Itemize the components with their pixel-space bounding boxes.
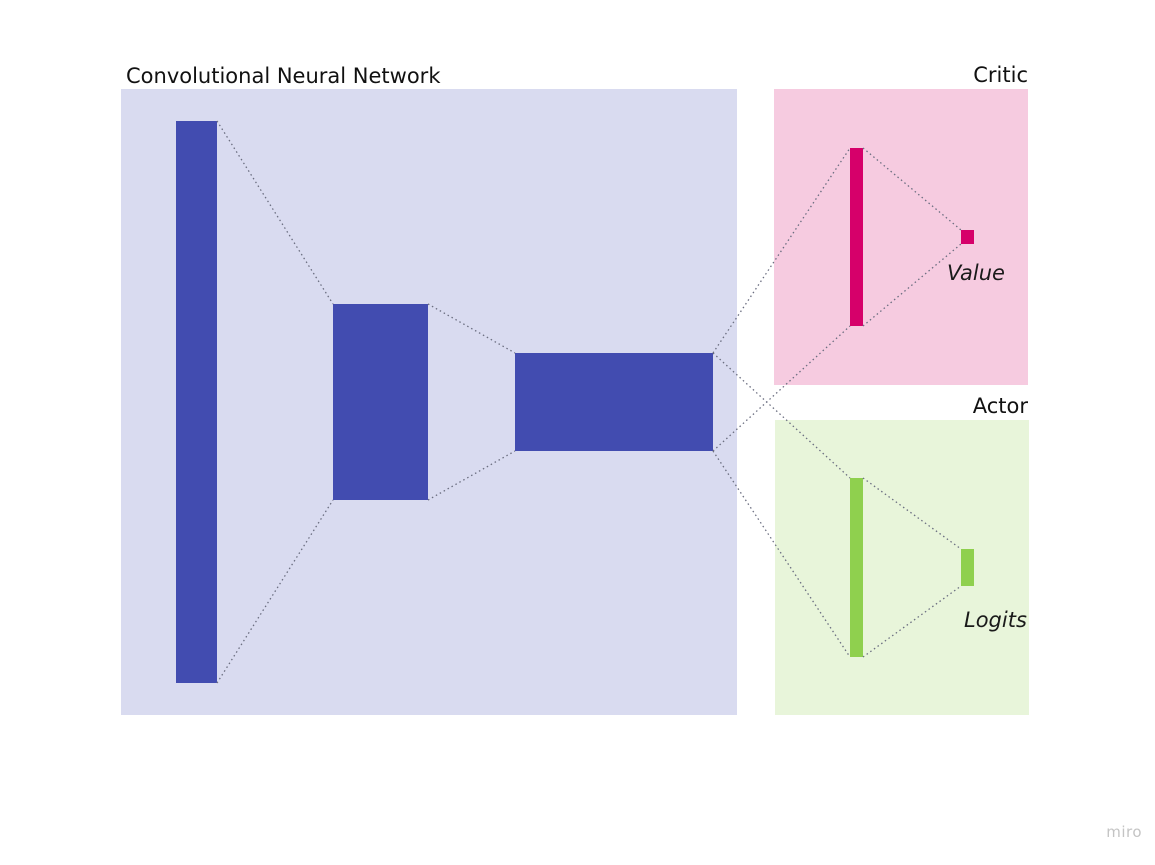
connector-critic-out-top — [862, 147, 962, 231]
connector-cnn-critic-bottom — [712, 325, 851, 452]
connector-actor-out-top — [862, 477, 962, 550]
connector-l2-l3-top — [427, 303, 516, 354]
actor-output-node — [961, 549, 974, 586]
connector-actor-out-bottom — [862, 585, 962, 658]
connector-critic-out-bottom — [862, 243, 962, 327]
miro-watermark: miro — [1106, 823, 1142, 841]
critic-box — [774, 89, 1028, 385]
connector-l1-l2-top — [216, 120, 334, 305]
cnn-input-layer — [176, 121, 217, 683]
cnn-hidden-layer-1 — [333, 304, 428, 500]
connector-l1-l2-bottom — [216, 499, 334, 684]
critic-title: Critic — [973, 63, 1028, 87]
critic-output-node — [961, 230, 974, 244]
connector-l2-l3-bottom — [427, 450, 516, 501]
actor-box — [775, 420, 1029, 715]
actor-hidden-layer — [850, 478, 863, 657]
actor-title: Actor — [972, 394, 1028, 418]
logits-label: Logits — [964, 608, 1027, 632]
cnn-hidden-layer-2 — [515, 353, 713, 451]
value-label: Value — [947, 261, 1005, 285]
connector-cnn-critic-top — [712, 147, 851, 354]
connector-cnn-actor-top — [712, 352, 851, 479]
connector-cnn-actor-bottom — [712, 450, 851, 658]
critic-hidden-layer — [850, 148, 863, 326]
cnn-title: Convolutional Neural Network — [126, 64, 441, 88]
